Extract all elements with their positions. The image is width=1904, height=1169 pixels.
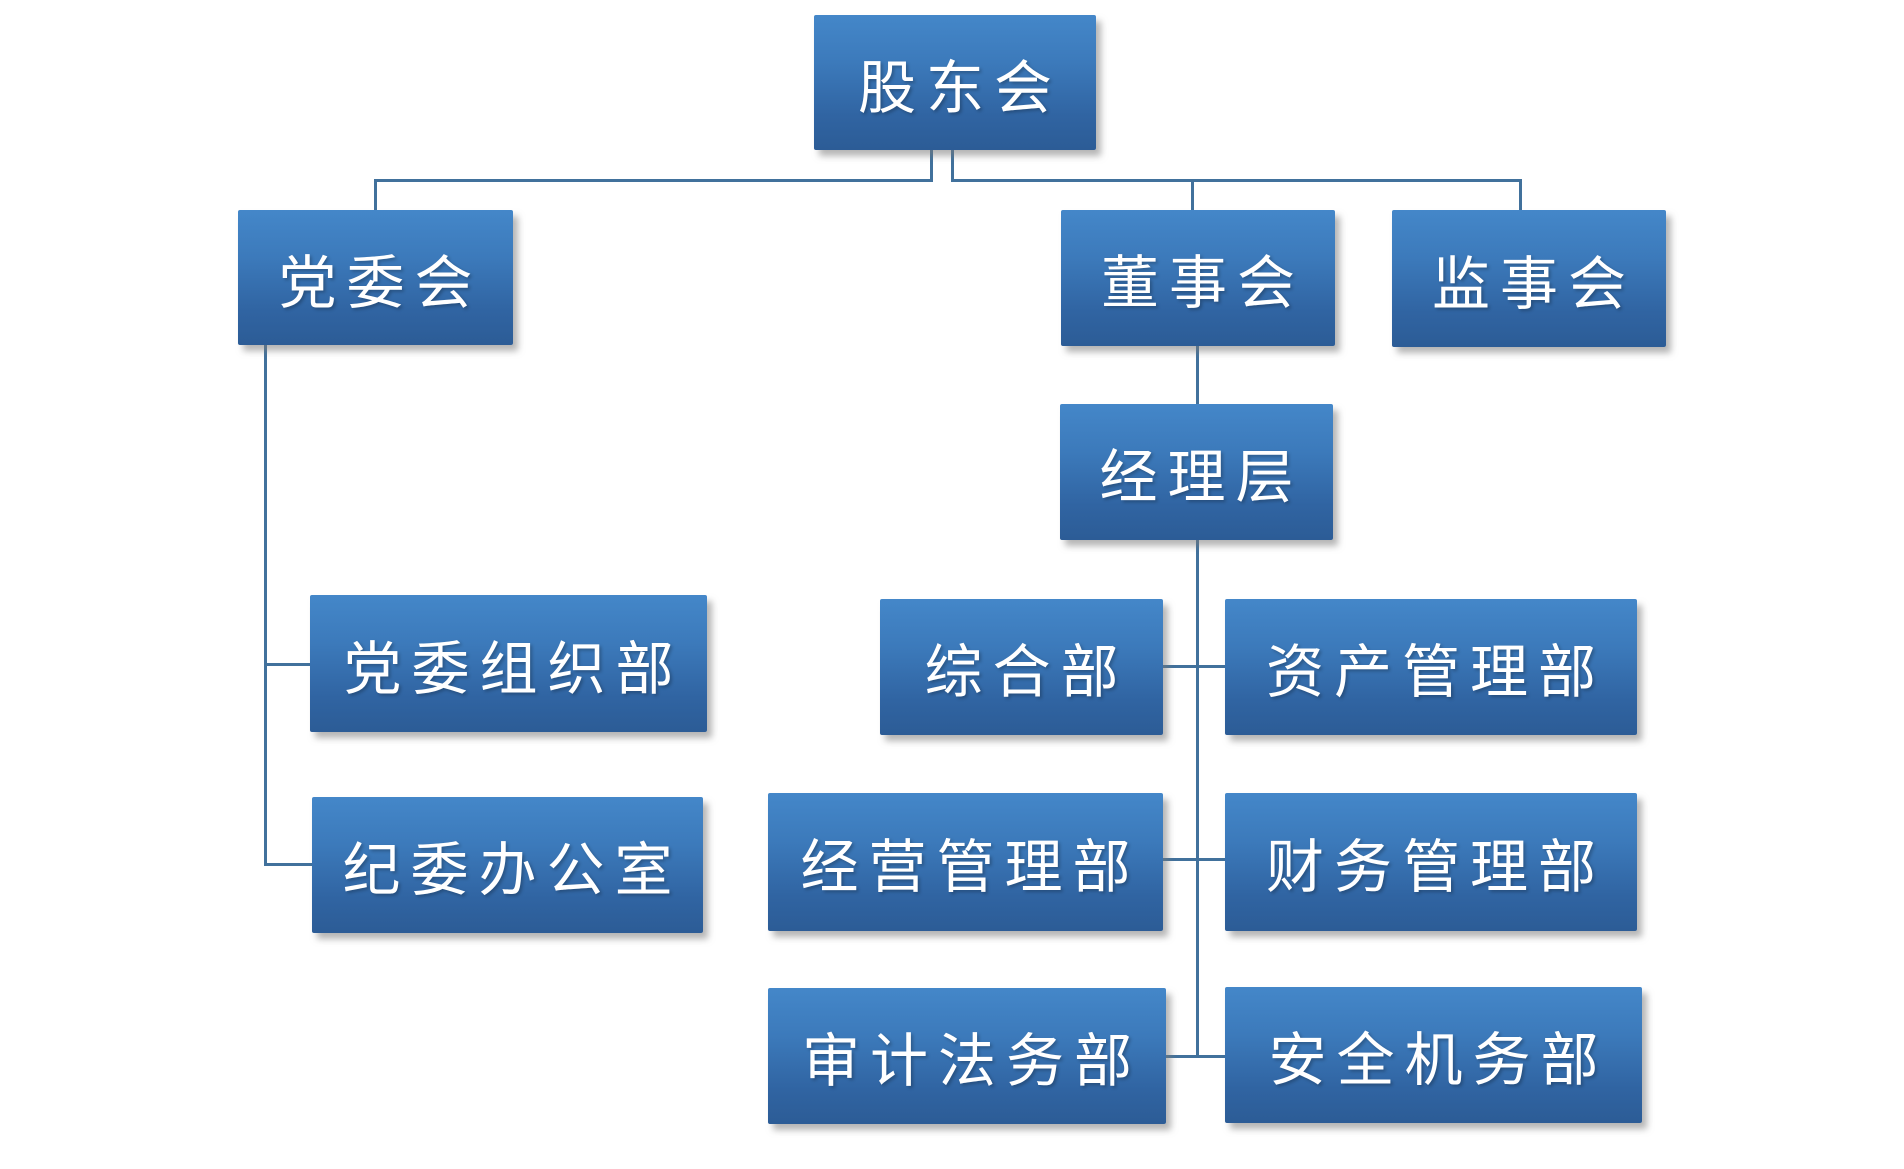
node-safety-dept-label: 安全机务部 xyxy=(1268,1028,1609,1093)
node-party-org-dept-label: 党委组织部 xyxy=(343,636,684,702)
node-safety-dept: 安全机务部 xyxy=(1225,987,1642,1123)
connector-stub-party-org xyxy=(264,663,310,666)
node-discipline-office-label: 纪委办公室 xyxy=(342,838,683,903)
node-operation-dept-label: 经营管理部 xyxy=(800,835,1141,900)
connector-drop-supervisory xyxy=(1519,179,1522,211)
node-board-label: 董事会 xyxy=(1100,251,1305,316)
node-finance-dept: 财务管理部 xyxy=(1225,793,1637,931)
node-board: 董事会 xyxy=(1061,210,1335,346)
node-operation-dept: 经营管理部 xyxy=(768,793,1163,931)
connector-bus-right xyxy=(951,179,1522,182)
node-general-dept-label: 综合部 xyxy=(924,640,1129,705)
connector-stub-row1 xyxy=(1163,665,1225,668)
connector-stub-row3 xyxy=(1166,1055,1225,1058)
connector-riser-right xyxy=(951,150,954,182)
connector-riser-left xyxy=(930,150,933,182)
node-audit-legal-dept-label: 审计法务部 xyxy=(801,1029,1142,1094)
node-shareholders-label: 股东会 xyxy=(857,55,1062,121)
connector-party-trunk xyxy=(264,345,267,866)
node-audit-legal-dept: 审计法务部 xyxy=(768,988,1166,1124)
connector-board-management xyxy=(1196,346,1199,404)
node-supervisory-label: 监事会 xyxy=(1431,251,1636,317)
node-party-org-dept: 党委组织部 xyxy=(310,595,707,732)
node-shareholders: 股东会 xyxy=(814,15,1096,150)
connector-management-trunk xyxy=(1196,540,1199,1058)
node-management-label: 经理层 xyxy=(1099,445,1304,510)
node-supervisory: 监事会 xyxy=(1392,210,1666,347)
node-party-committee-label: 党委会 xyxy=(278,250,483,316)
connector-drop-board xyxy=(1191,179,1194,211)
node-asset-mgmt-dept: 资产管理部 xyxy=(1225,599,1637,735)
connector-stub-row2 xyxy=(1163,858,1225,861)
node-general-dept: 综合部 xyxy=(880,599,1163,735)
node-finance-dept-label: 财务管理部 xyxy=(1265,835,1606,900)
node-discipline-office: 纪委办公室 xyxy=(312,797,703,933)
node-asset-mgmt-dept-label: 资产管理部 xyxy=(1265,640,1606,705)
connector-stub-discipline xyxy=(264,863,312,866)
node-party-committee: 党委会 xyxy=(238,210,513,345)
connector-drop-party xyxy=(374,179,377,211)
connector-bus-left xyxy=(374,179,933,182)
node-management: 经理层 xyxy=(1060,404,1333,540)
